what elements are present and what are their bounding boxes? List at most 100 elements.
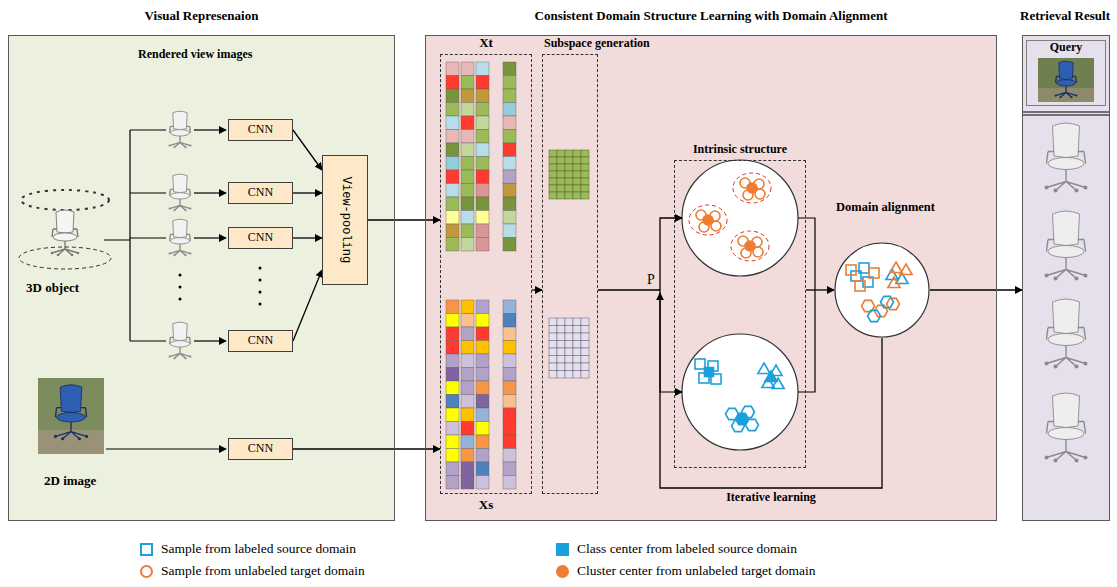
cnn-box: CNN: [228, 438, 293, 460]
chair-wheel: [169, 356, 171, 358]
feature-cell: [446, 76, 459, 90]
panel: Retrieval ResultQuery: [1022, 35, 1110, 521]
chair-wheel: [169, 145, 171, 147]
chair-arms: [170, 189, 191, 195]
feature-cell: [461, 422, 474, 436]
process-label: CNN: [248, 442, 273, 456]
feature-cell: [446, 116, 459, 130]
feature-cell: [446, 314, 459, 328]
subspace-cell: [557, 356, 565, 364]
feature-cell: [476, 103, 489, 117]
feature-cell: [461, 211, 474, 225]
chair-wheel: [1075, 459, 1079, 463]
chair-back: [173, 219, 187, 237]
feature-cell: [446, 89, 459, 103]
feature-cell: [503, 184, 516, 198]
feature-cell: [461, 238, 474, 252]
legend-text: Sample from labeled source domain: [161, 541, 356, 557]
subspace-cell: [557, 333, 565, 341]
feature-cell: [446, 103, 459, 117]
chair-picture: [169, 219, 192, 256]
view-bracket: [104, 130, 130, 341]
subspace-cell: [565, 341, 573, 349]
panel-ground: [1022, 35, 1110, 521]
feature-cell: [476, 314, 489, 328]
feature-cell: [503, 89, 516, 103]
chair-wheel: [185, 209, 187, 211]
cnn-box: CNN: [228, 227, 293, 249]
subspace-cell: [573, 348, 581, 356]
chair-back: [173, 174, 187, 192]
photo-ground: [38, 378, 104, 454]
query-photo: [1038, 58, 1094, 102]
subspace-cell: [573, 356, 581, 364]
feature-cell: [476, 197, 489, 211]
subspace-cell: [565, 356, 573, 364]
feature-cell: [446, 157, 459, 171]
chair-arms: [170, 337, 191, 343]
chair-picture: [169, 111, 192, 148]
alignment-node: Domain alignment: [832, 196, 984, 342]
feature-cell: [461, 76, 474, 90]
feature-cell: [476, 368, 489, 382]
chair-base: [1047, 440, 1086, 461]
feature-cell: [461, 103, 474, 117]
feature-cell: [461, 157, 474, 171]
chair-wheel: [85, 435, 88, 438]
subspace-cell: [549, 341, 557, 349]
legend-text: Class center from labeled source domain: [577, 541, 797, 557]
chair-back: [1053, 299, 1080, 334]
chair-picture: [169, 322, 192, 359]
subspace-cell: [573, 371, 581, 379]
chair-wheel: [173, 357, 175, 359]
chair-back: [1059, 61, 1073, 79]
domain-sample: [900, 264, 912, 275]
alignment-outline: [835, 243, 929, 337]
chair-wheel: [54, 435, 57, 438]
chair-base: [1047, 258, 1086, 279]
subspace-cell: [573, 157, 581, 164]
feature-cell: [476, 381, 489, 395]
chair-base: [1056, 86, 1077, 97]
subspace-cell: [581, 363, 589, 371]
subspace-cell: [557, 363, 565, 371]
class-center: [736, 413, 749, 424]
group-heading: Intrinsic structure: [693, 143, 787, 157]
chair-wheel: [185, 357, 187, 359]
feature-cell: [461, 62, 474, 76]
connector: [368, 219, 440, 220]
chair-wheel: [57, 254, 60, 257]
chair-picture: [1045, 211, 1088, 280]
chair-seat: [170, 130, 189, 136]
subspace-cell: [549, 348, 557, 356]
feature-cell: [446, 130, 459, 144]
feature-cell: [476, 395, 489, 409]
group-heading: Xt: [479, 36, 493, 51]
domain-sample: [890, 262, 902, 273]
camera-ring: [21, 190, 109, 210]
feature-cell: [446, 435, 459, 449]
chair-arms: [52, 229, 78, 237]
chair-wheel: [185, 146, 187, 148]
feature-cell: [446, 449, 459, 463]
chair-wheel: [169, 208, 171, 210]
chair-back: [173, 322, 187, 340]
connector: [930, 289, 1022, 290]
subspace-cell: [557, 326, 565, 334]
chair-base: [170, 136, 191, 147]
subspace-cell: [581, 326, 589, 334]
subspace-cell: [557, 171, 565, 178]
chair-picture: [1045, 123, 1088, 192]
connector: [806, 289, 834, 290]
subspace-cell: [557, 185, 565, 192]
subspace-cell: [581, 341, 589, 349]
subspace-cell: [581, 348, 589, 356]
chair-wheel: [1084, 274, 1088, 278]
chair-wheel: [1084, 456, 1088, 460]
feature-cell: [503, 422, 516, 436]
chair-arms: [1047, 422, 1086, 434]
domain-sample: [886, 269, 898, 280]
structure-circle: [682, 160, 798, 276]
chair-wheel: [1045, 274, 1049, 278]
feature-cell: [476, 130, 489, 144]
